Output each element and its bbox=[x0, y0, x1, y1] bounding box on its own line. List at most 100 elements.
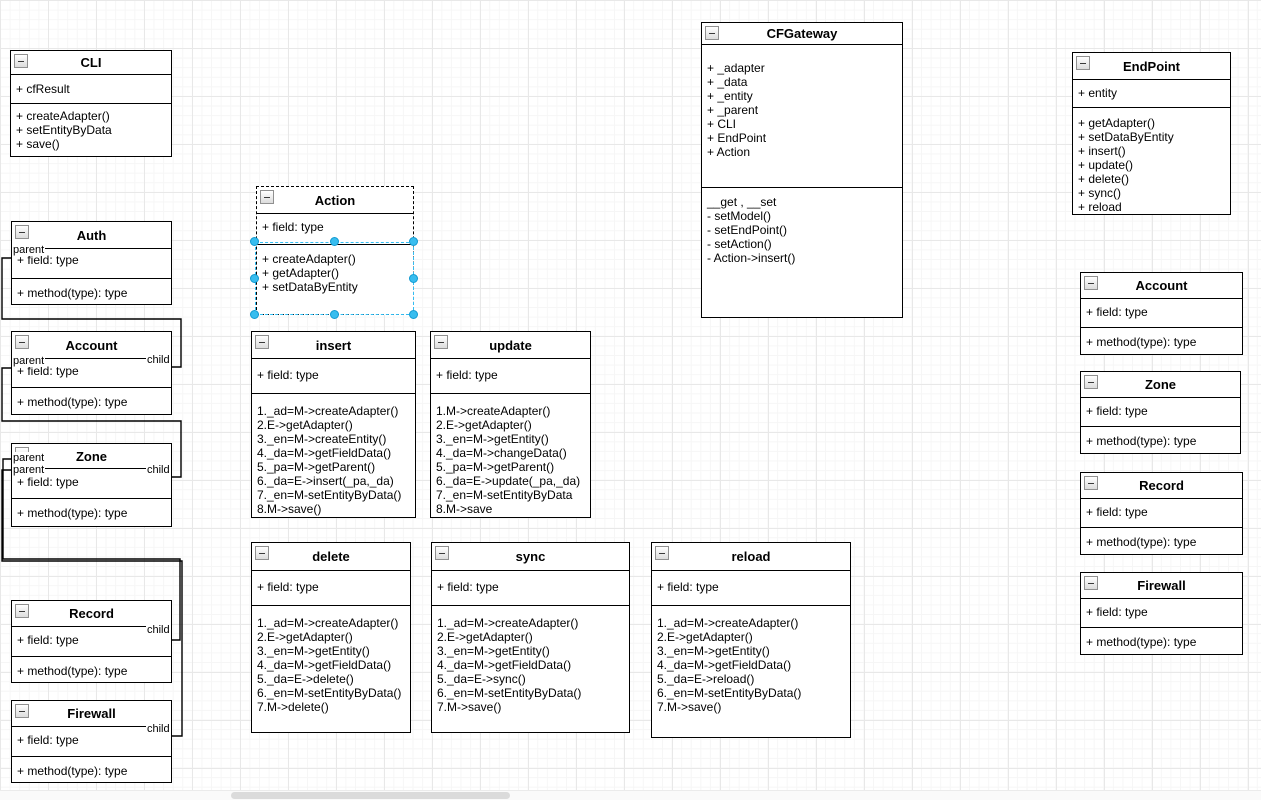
methods-compartment[interactable]: 1._ad=M->createAdapter()2.E->getAdapter(… bbox=[432, 605, 629, 732]
collapse-minus-icon[interactable] bbox=[1084, 476, 1098, 490]
methods-compartment[interactable]: + method(type): type bbox=[12, 756, 171, 782]
fields-compartment[interactable]: + field: type bbox=[12, 626, 171, 656]
fields-compartment[interactable]: + field: type bbox=[12, 468, 171, 498]
collapse-minus-icon[interactable] bbox=[435, 546, 449, 560]
class-box-action[interactable]: Action+ field: type+ createAdapter()+ ge… bbox=[256, 186, 414, 315]
fields-compartment[interactable]: + field: type bbox=[432, 570, 629, 605]
fields-compartment[interactable]: + field: type bbox=[1081, 598, 1242, 627]
horizontal-scrollbar[interactable] bbox=[0, 790, 1261, 800]
methods-compartment[interactable]: __get , __set- setModel()- setEndPoint()… bbox=[702, 187, 902, 317]
fields-compartment[interactable]: + field: type bbox=[252, 358, 415, 393]
edge-zone-firewall[interactable] bbox=[1, 469, 183, 737]
methods-compartment[interactable]: + createAdapter()+ getAdapter()+ setData… bbox=[257, 244, 413, 314]
fields-compartment[interactable]: + field: type bbox=[252, 570, 410, 605]
collapse-minus-icon[interactable] bbox=[260, 190, 274, 204]
edge-label-child[interactable]: child bbox=[146, 464, 171, 476]
fields-compartment[interactable]: + field: type bbox=[12, 726, 171, 756]
edge-zone-record[interactable] bbox=[2, 458, 181, 641]
collapse-minus-icon[interactable] bbox=[1084, 375, 1098, 389]
methods-compartment[interactable]: + createAdapter()+ setEntityByData+ save… bbox=[11, 103, 171, 156]
methods-compartment[interactable]: 1._ad=M->createAdapter()2.E->getAdapter(… bbox=[252, 393, 415, 517]
fields-compartment[interactable]: + entity bbox=[1073, 79, 1230, 107]
methods-compartment[interactable]: + method(type): type bbox=[12, 278, 171, 304]
methods-compartment[interactable]: 1._ad=M->createAdapter()2.E->getAdapter(… bbox=[652, 605, 850, 737]
class-box-record-right[interactable]: Record+ field: type+ method(type): type bbox=[1080, 472, 1243, 555]
fields-compartment[interactable]: + field: type bbox=[1081, 498, 1242, 527]
class-box-account-right[interactable]: Account + field: type+ method(type): type bbox=[1080, 272, 1243, 355]
methods-compartment[interactable]: 1.M->createAdapter()2.E->getAdapter()3._… bbox=[431, 393, 590, 517]
class-titlebar: delete bbox=[252, 543, 410, 570]
collapse-minus-icon[interactable] bbox=[15, 225, 29, 239]
edge-auth-account[interactable] bbox=[1, 257, 182, 368]
fields-compartment[interactable]: + field: type bbox=[12, 358, 171, 387]
collapse-minus-icon[interactable] bbox=[255, 546, 269, 560]
methods-compartment[interactable]: + method(type): type bbox=[12, 656, 171, 682]
selection-handle-ne[interactable] bbox=[409, 237, 418, 246]
class-box-firewall-right[interactable]: Firewall+ field: type+ method(type): typ… bbox=[1080, 572, 1243, 655]
collapse-minus-icon[interactable] bbox=[14, 54, 28, 68]
method-row: 3._en=M->getEntity() bbox=[657, 644, 770, 658]
fields-compartment[interactable]: + field: type bbox=[1081, 298, 1242, 327]
class-box-firewall-left[interactable]: Firewall + field: type+ method(type): typ… bbox=[11, 700, 172, 783]
methods-compartment[interactable]: + getAdapter()+ setDataByEntity+ insert(… bbox=[1073, 107, 1230, 214]
class-box-zone-right[interactable]: Zone + field: type+ method(type): type bbox=[1080, 371, 1241, 454]
selection-handle-nw[interactable] bbox=[250, 237, 259, 246]
collapse-minus-icon[interactable] bbox=[1084, 276, 1098, 290]
edge-account-zone[interactable] bbox=[1, 367, 182, 478]
collapse-minus-icon[interactable] bbox=[1076, 56, 1090, 70]
class-title: Zone bbox=[1144, 377, 1177, 392]
class-title: Firewall bbox=[67, 706, 116, 721]
class-box-cli[interactable]: CLI+ cfResult+ createAdapter()+ setEntit… bbox=[10, 50, 172, 157]
class-box-account-left[interactable]: Account+ field: type+ method(type): type bbox=[11, 331, 172, 415]
fields-compartment[interactable]: + _adapter+ _data+ _entity+ _parent+ CLI… bbox=[702, 44, 902, 187]
methods-compartment[interactable]: + method(type): type bbox=[1081, 426, 1240, 453]
class-box-record-left[interactable]: Record+ field: type+ method(type): type bbox=[11, 600, 172, 683]
methods-compartment[interactable]: + method(type): type bbox=[12, 498, 171, 526]
fields-compartment[interactable]: + field: type bbox=[431, 358, 590, 393]
selection-handle-sw[interactable] bbox=[250, 310, 259, 319]
fields-compartment[interactable]: + field: type bbox=[652, 570, 850, 605]
class-box-cfgateway[interactable]: CFGateway+ _adapter+ _data+ _entity+ _pa… bbox=[701, 22, 903, 318]
field-row: + EndPoint bbox=[707, 131, 767, 145]
selection-handle-e[interactable] bbox=[409, 273, 418, 283]
collapse-minus-icon[interactable] bbox=[15, 335, 29, 349]
collapse-minus-icon[interactable] bbox=[655, 546, 669, 560]
collapse-minus-icon[interactable] bbox=[434, 335, 448, 349]
edge-label-parent[interactable]: parent bbox=[12, 452, 46, 464]
collapse-minus-icon[interactable] bbox=[15, 704, 29, 718]
class-title: Account bbox=[1135, 278, 1188, 293]
fields-compartment[interactable]: + field: type bbox=[12, 248, 171, 278]
methods-compartment[interactable]: + method(type): type bbox=[1081, 327, 1242, 354]
class-box-auth[interactable]: Auth+ field: type+ method(type): type bbox=[11, 221, 172, 305]
edge-label-child[interactable]: child bbox=[146, 624, 171, 636]
selection-handle-w[interactable] bbox=[250, 273, 259, 283]
methods-compartment[interactable]: + method(type): type bbox=[1081, 527, 1242, 554]
methods-compartment[interactable]: + method(type): type bbox=[1081, 627, 1242, 654]
edge-label-child[interactable]: child bbox=[146, 354, 171, 366]
collapse-minus-icon[interactable] bbox=[705, 26, 719, 40]
selection-handle-s[interactable] bbox=[329, 310, 339, 319]
class-box-endpoint[interactable]: EndPoint+ entity+ getAdapter()+ setDataB… bbox=[1072, 52, 1231, 215]
collapse-minus-icon[interactable] bbox=[255, 335, 269, 349]
fields-compartment[interactable]: + cfResult bbox=[11, 74, 171, 103]
method-row: + insert() bbox=[1078, 144, 1126, 158]
selection-handle-se[interactable] bbox=[409, 310, 418, 319]
collapse-minus-icon[interactable] bbox=[1084, 576, 1098, 590]
fields-compartment[interactable]: + field: type bbox=[257, 213, 413, 244]
methods-compartment[interactable]: 1._ad=M->createAdapter()2.E->getAdapter(… bbox=[252, 605, 410, 732]
edge-label-child[interactable]: child bbox=[146, 723, 171, 735]
collapse-minus-icon[interactable] bbox=[15, 604, 29, 618]
edge-label-parent[interactable]: parent bbox=[12, 244, 46, 256]
edge-label-parent[interactable]: parent bbox=[12, 355, 46, 367]
fields-compartment[interactable]: + field: type bbox=[1081, 397, 1240, 426]
selection-handle-n[interactable] bbox=[329, 237, 339, 246]
methods-compartment[interactable]: + method(type): type bbox=[12, 387, 171, 414]
edge-label-parent[interactable]: parent bbox=[12, 464, 46, 476]
horizontal-scrollbar-thumb[interactable] bbox=[231, 792, 510, 799]
